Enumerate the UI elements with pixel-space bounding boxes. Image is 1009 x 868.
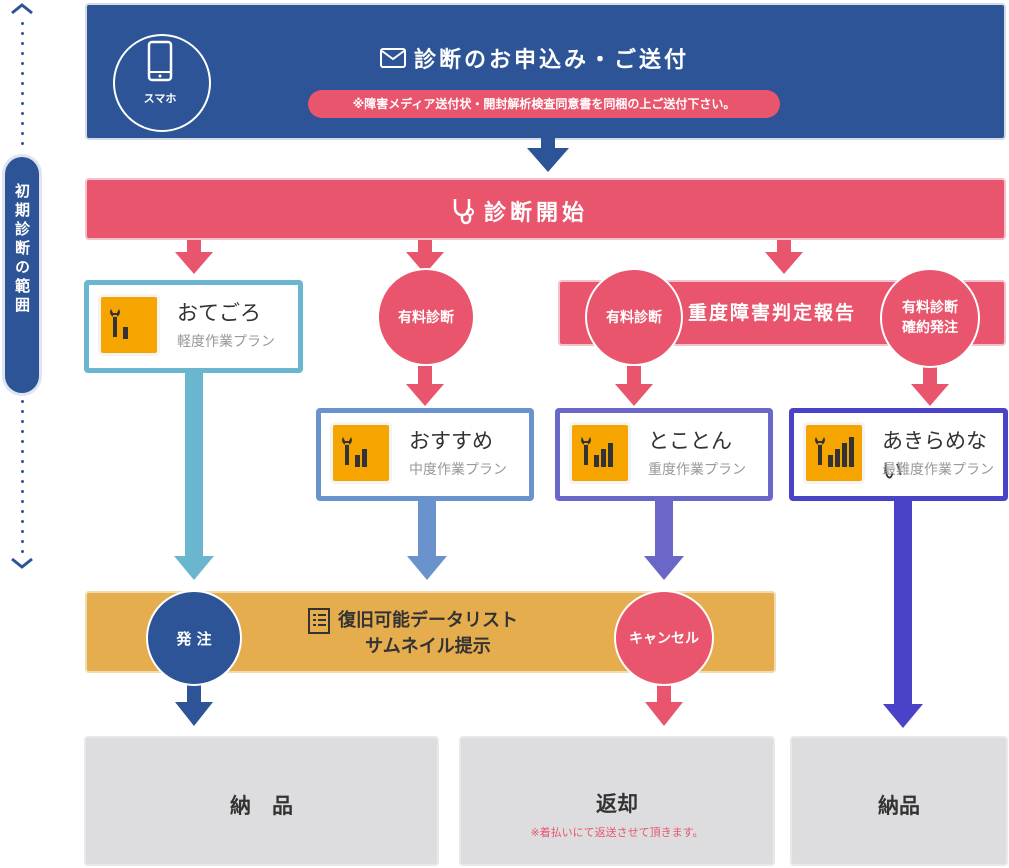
wrench-level-icon bbox=[330, 422, 392, 484]
paid-diagnosis-circle-1: 有料診断 bbox=[377, 268, 475, 366]
scope-label: 初期診断の範囲 bbox=[13, 183, 31, 316]
diagnosis-start-bar bbox=[85, 178, 1006, 240]
scope-dot bbox=[21, 510, 24, 513]
scope-dot bbox=[21, 22, 24, 25]
scope-dot bbox=[21, 102, 24, 105]
scope-dot bbox=[21, 42, 24, 45]
scope-dot bbox=[21, 92, 24, 95]
level-bar bbox=[835, 449, 840, 467]
apply-title: 診断のお申込み・ご送付 bbox=[380, 42, 689, 74]
scope-dot bbox=[21, 470, 24, 473]
scope-dot bbox=[21, 550, 24, 553]
scope-dot bbox=[21, 82, 24, 85]
level-bar bbox=[123, 327, 128, 339]
scope-dot bbox=[21, 490, 24, 493]
scope-dot bbox=[21, 52, 24, 55]
scope-dot bbox=[21, 460, 24, 463]
smartphone-label: スマホ bbox=[143, 92, 177, 105]
plan-subtitle: 軽度作業プラン bbox=[177, 334, 275, 350]
severe-damage-report-title: 重度障害判定報告 bbox=[688, 302, 857, 324]
level-bar bbox=[594, 455, 599, 467]
level-bar bbox=[849, 437, 854, 467]
return-box: 返却 ※着払いにて返送させて頂きます。 bbox=[459, 736, 775, 866]
wrench-level-icon bbox=[98, 294, 160, 356]
plan-card-hardest[interactable]: あきらめない 最難度作業プラン bbox=[789, 408, 1008, 501]
scope-dot bbox=[21, 450, 24, 453]
plan-subtitle: 中度作業プラン bbox=[409, 462, 507, 478]
plan-name: とことん bbox=[648, 429, 732, 453]
plan-subtitle: 最難度作業プラン bbox=[882, 462, 994, 478]
list-icon bbox=[308, 608, 330, 634]
scope-dot bbox=[21, 520, 24, 523]
level-bar bbox=[608, 443, 613, 467]
plan-card-light[interactable]: おてごろ 軽度作業プラン bbox=[84, 280, 303, 373]
plan-card-medium[interactable]: おすすめ 中度作業プラン bbox=[316, 408, 534, 501]
scope-dot bbox=[21, 122, 24, 125]
scope-dot bbox=[21, 132, 24, 135]
scope-dot bbox=[21, 500, 24, 503]
paid-diagnosis-circle-2: 有料診断 bbox=[585, 268, 683, 366]
data-list-line-1: 復旧可能データリスト bbox=[338, 610, 518, 631]
diagnosis-start-text: 診断開始 bbox=[484, 201, 589, 226]
chevron-down-icon bbox=[11, 557, 33, 569]
level-bar bbox=[601, 449, 606, 467]
delivery-box-2: 納品 bbox=[790, 736, 1008, 866]
scope-dot bbox=[21, 530, 24, 533]
confirm-line-1: 有料診断 bbox=[902, 300, 958, 316]
scope-dot bbox=[21, 62, 24, 65]
cancel-circle: キャンセル bbox=[614, 590, 714, 686]
return-label: 返却 bbox=[596, 792, 638, 816]
delivery-label: 納品 bbox=[878, 794, 920, 818]
scope-dot bbox=[21, 400, 24, 403]
data-list-line-2: サムネイル提示 bbox=[365, 636, 491, 657]
level-bar bbox=[355, 455, 360, 467]
scope-dot bbox=[21, 112, 24, 115]
plan-name: おすすめ bbox=[409, 429, 493, 453]
wrench-level-icon bbox=[569, 422, 631, 484]
scope-dot bbox=[21, 142, 24, 145]
wrench-icon bbox=[342, 437, 352, 465]
paid-diagnosis-confirm-circle: 有料診断 確約発注 bbox=[880, 268, 980, 368]
wrench-icon bbox=[110, 309, 120, 337]
scope-dot bbox=[21, 32, 24, 35]
delivery-box-1: 納 品 bbox=[84, 736, 439, 866]
initial-diagnosis-scope: 初期診断の範囲 bbox=[5, 157, 39, 393]
scope-dot bbox=[21, 480, 24, 483]
level-bar bbox=[828, 455, 833, 467]
level-bar bbox=[842, 443, 847, 467]
level-bar bbox=[362, 449, 367, 467]
recoverable-data-list-title: 復旧可能データリスト サムネイル提示 bbox=[308, 608, 518, 660]
wrench-icon bbox=[815, 437, 825, 465]
smartphone-badge bbox=[113, 34, 211, 132]
wrench-icon bbox=[581, 437, 591, 465]
scope-dot bbox=[21, 540, 24, 543]
envelope-icon bbox=[380, 48, 406, 68]
plan-card-heavy[interactable]: とことん 重度作業プラン bbox=[555, 408, 773, 501]
scope-dot bbox=[21, 420, 24, 423]
order-circle: 発 注 bbox=[146, 590, 242, 686]
chevron-up-icon bbox=[11, 3, 33, 15]
apply-note: ※障害メディア送付状・開封解析検査同意書を同梱の上ご送付下さい。 bbox=[308, 90, 780, 118]
scope-dot bbox=[21, 72, 24, 75]
diagnosis-start-title: 診断開始 bbox=[450, 195, 588, 227]
return-note: ※着払いにて返送させて頂きます。 bbox=[530, 826, 704, 839]
delivery-label: 納 品 bbox=[230, 794, 293, 818]
apply-title-text: 診断のお申込み・ご送付 bbox=[414, 48, 690, 73]
confirm-line-2: 確約発注 bbox=[902, 320, 958, 336]
plan-subtitle: 重度作業プラン bbox=[648, 462, 746, 478]
wrench-level-icon bbox=[803, 422, 865, 484]
stethoscope-icon bbox=[453, 199, 474, 225]
scope-dot bbox=[21, 430, 24, 433]
scope-dot bbox=[21, 410, 24, 413]
plan-name: おてごろ bbox=[177, 301, 261, 325]
plan-name: あきらめない bbox=[882, 429, 987, 483]
scope-dot bbox=[21, 440, 24, 443]
